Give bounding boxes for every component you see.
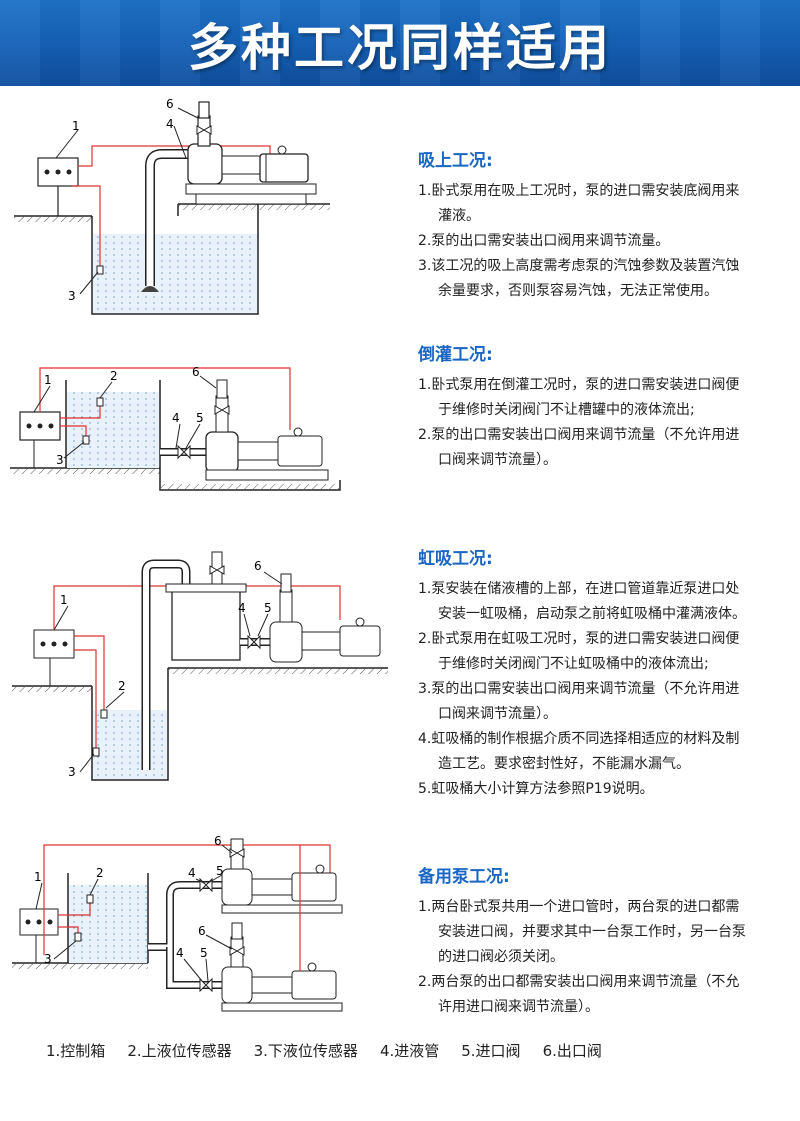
legend-item: 3.下液位传感器 xyxy=(253,1042,358,1060)
d3-label-6: 6 xyxy=(254,559,262,573)
d4-label-2: 2 xyxy=(96,866,104,880)
d1-label-3: 3 xyxy=(68,289,76,303)
list-item: 2.泵的出口需安装出口阀用来调节流量（不允许用进 口阀来调节流量）。 xyxy=(418,427,740,468)
list-item: 2.两台泵的出口都需安装出口阀用来调节流量（不允 许用进口阀来调节流量）。 xyxy=(418,974,740,1015)
d3-label-5: 5 xyxy=(264,601,272,615)
list-item: 1.两台卧式泵共用一个进口管时，两台泵的进口都需 安装进口阀，并要求其中一台泵工… xyxy=(418,899,746,965)
section-title: 倒灌工况: xyxy=(418,345,493,365)
section-flooded-suction: 倒灌工况: 1.卧式泵用在倒灌工况时，泵的进口需安装进口阀便 于维修时关闭阀门不… xyxy=(416,340,786,473)
d3-label-1: 1 xyxy=(60,593,68,607)
d2-label-3: 3 xyxy=(56,453,64,467)
list-item: 3.该工况的吸上高度需考虑泵的汽蚀参数及装置汽蚀 余量要求，否则泵容易汽蚀，无法… xyxy=(418,258,740,299)
d4-label-5a: 5 xyxy=(216,864,224,878)
d1-label-6: 6 xyxy=(166,97,174,111)
legend-item: 4.进液管 xyxy=(379,1042,440,1060)
d4-label-5b: 5 xyxy=(200,946,208,960)
section-title: 吸上工况: xyxy=(418,151,493,171)
diagram-flooded-suction: 1 2 6 4 5 3 xyxy=(0,360,400,500)
d4-label-6b: 6 xyxy=(198,924,206,938)
legend-item: 2.上液位传感器 xyxy=(127,1042,232,1060)
diagram-standby-pump: 1 2 6 4 5 6 4 5 3 xyxy=(0,834,400,1020)
d3-label-2: 2 xyxy=(118,679,126,693)
page-title: 多种工况同样适用 xyxy=(188,19,612,77)
d3-label-4: 4 xyxy=(238,601,246,615)
d2-label-1: 1 xyxy=(44,373,52,387)
d2-label-2: 2 xyxy=(110,369,118,383)
list-item: 1.卧式泵用在吸上工况时，泵的进口需安装底阀用来 灌液。 xyxy=(418,183,740,224)
flooded-suction-schematic: 1 2 6 4 5 3 xyxy=(10,365,341,491)
d2-label-4: 4 xyxy=(172,411,180,425)
d1-label-1: 1 xyxy=(72,119,80,133)
header-banner: 多种工况同样适用 xyxy=(0,0,800,86)
d3-label-3: 3 xyxy=(68,765,76,779)
d4-label-4b: 4 xyxy=(176,946,184,960)
section-siphon: 虹吸工况: 1.泵安装在储液槽的上部，在进口管道靠近泵进口处 安装一虹吸桶，启动… xyxy=(416,544,786,802)
legend-item: 6.出口阀 xyxy=(542,1042,602,1060)
suction-lift-schematic: 6 1 4 3 xyxy=(14,97,330,315)
diagram-suction-lift: 6 1 4 3 xyxy=(0,96,400,326)
list-item: 5.虹吸桶大小计算方法参照P19说明。 xyxy=(418,781,654,797)
list-item: 3.泵的出口需安装出口阀用来调节流量（不允许用进 口阀来调节流量）。 xyxy=(418,681,740,722)
legend-item: 1.控制箱 xyxy=(46,1042,106,1060)
list-item: 2.卧式泵用在虹吸工况时，泵的进口需安装进口阀便 于维修时关闭阀门不让虹吸桶中的… xyxy=(418,631,740,672)
section-title: 虹吸工况: xyxy=(418,549,493,569)
list-item: 2.泵的出口需安装出口阀用来调节流量。 xyxy=(418,233,670,249)
legend: 1.控制箱 2.上液位传感器 3.下液位传感器 4.进液管 5.进口阀 6.出口… xyxy=(46,1040,766,1061)
list-item: 4.虹吸桶的制作根据介质不同选择相适应的材料及制 造工艺。要求密封性好，不能漏水… xyxy=(418,731,740,772)
section-suction-lift: 吸上工况: 1.卧式泵用在吸上工况时，泵的进口需安装底阀用来 灌液。 2.泵的出… xyxy=(416,146,786,304)
d4-label-3: 3 xyxy=(44,952,52,966)
list-item: 1.泵安装在储液槽的上部，在进口管道靠近泵进口处 安装一虹吸桶，启动泵之前将虹吸… xyxy=(418,581,746,622)
siphon-schematic: 1 6 4 5 2 3 xyxy=(12,551,388,781)
d4-label-4a: 4 xyxy=(188,866,196,880)
list-item: 1.卧式泵用在倒灌工况时，泵的进口需安装进口阀便 于维修时关闭阀门不让槽罐中的液… xyxy=(418,377,740,418)
d1-label-4: 4 xyxy=(166,117,174,131)
d2-label-6: 6 xyxy=(192,365,200,379)
section-standby-pump: 备用泵工况: 1.两台卧式泵共用一个进口管时，两台泵的进口都需 安装进口阀，并要… xyxy=(416,862,786,1020)
d2-label-5: 5 xyxy=(196,411,204,425)
diagram-siphon: 1 6 4 5 2 3 xyxy=(0,550,400,790)
d4-label-6a: 6 xyxy=(214,835,222,848)
d4-label-1: 1 xyxy=(34,870,42,884)
section-title: 备用泵工况: xyxy=(418,867,510,887)
legend-item: 5.进口阀 xyxy=(461,1042,521,1060)
standby-pump-schematic: 1 2 6 4 5 6 4 5 3 xyxy=(12,834,343,1012)
